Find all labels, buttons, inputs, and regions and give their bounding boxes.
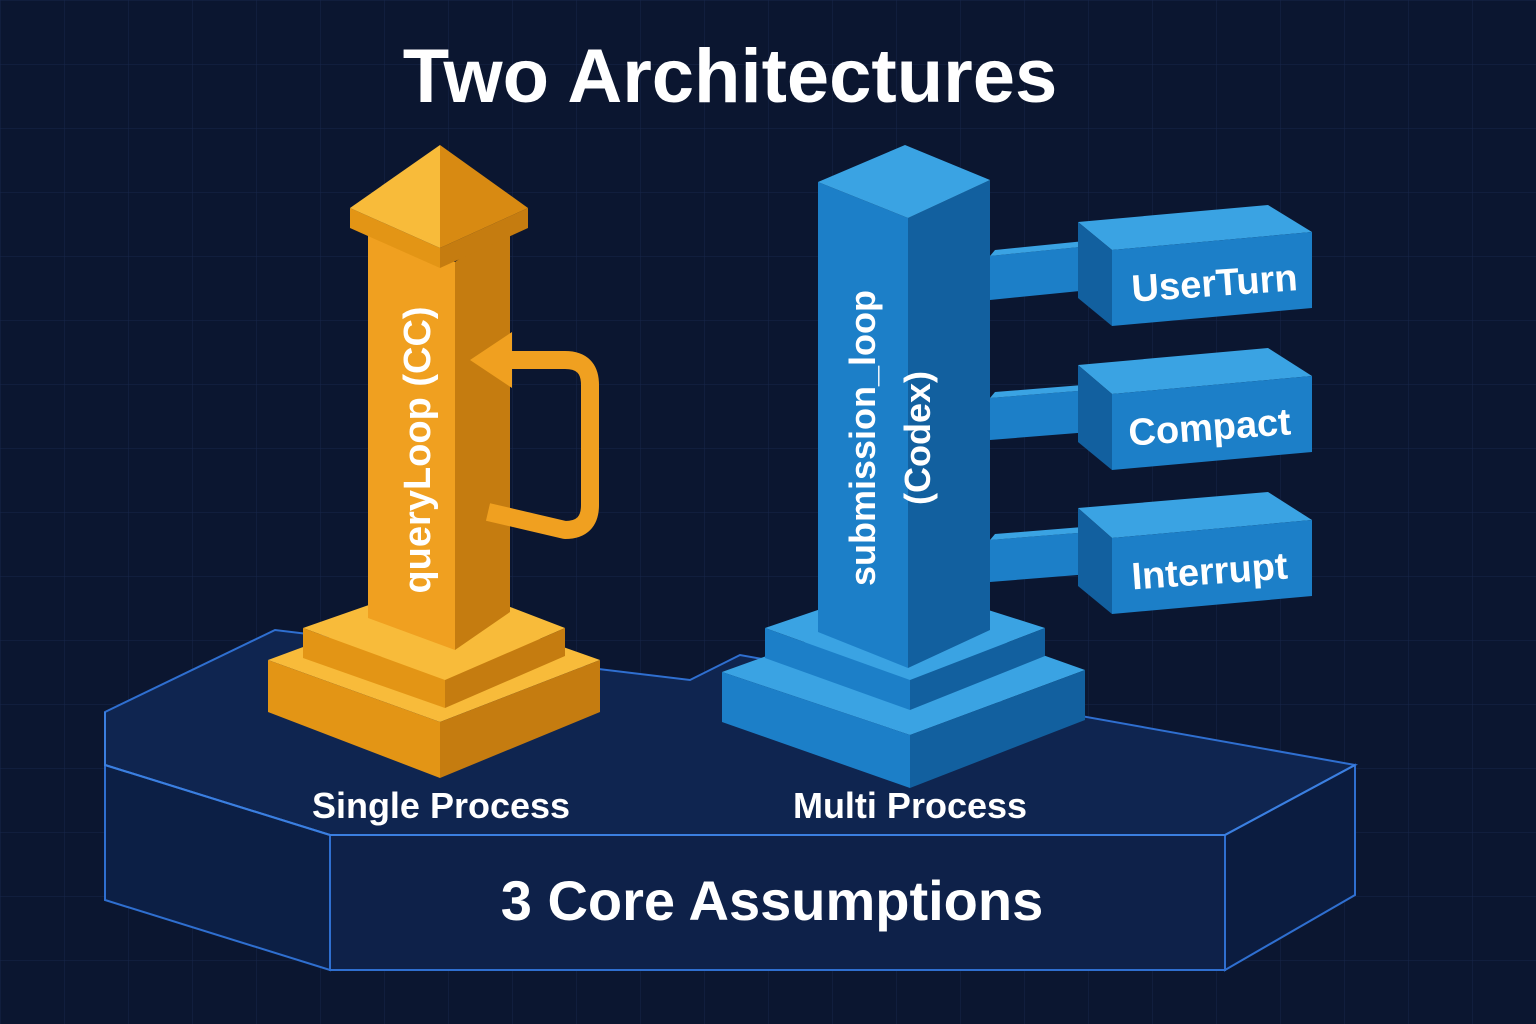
left-cap-roof-right bbox=[440, 145, 528, 248]
module-compact: Compact bbox=[1078, 348, 1312, 470]
left-pillar-side bbox=[455, 222, 510, 650]
left-pillar-front bbox=[368, 228, 455, 650]
left-base-lower-front bbox=[268, 660, 440, 778]
right-architecture: UserTurn Compact Interrupt submission_lo… bbox=[722, 145, 1312, 826]
right-base-label: Multi Process bbox=[793, 785, 1027, 826]
left-base-upper-front bbox=[303, 628, 445, 708]
left-cap-roof-left bbox=[350, 145, 440, 248]
left-cap-side bbox=[440, 208, 528, 268]
module-userturn: UserTurn bbox=[1078, 205, 1312, 326]
loop-arrow-icon bbox=[485, 351, 599, 539]
platform-edge bbox=[104, 712, 1356, 836]
left-pillar-label: queryLoop (CC) bbox=[397, 306, 439, 593]
platform-label: 3 Core Assumptions bbox=[501, 869, 1043, 932]
right-base-upper-side bbox=[910, 628, 1045, 710]
right-base-lower-side bbox=[910, 670, 1085, 788]
left-base-upper-side bbox=[445, 628, 565, 708]
right-base-upper-front bbox=[765, 628, 910, 710]
loop-arrowhead-icon bbox=[470, 332, 512, 388]
left-cap-front bbox=[350, 208, 440, 268]
diagram-title: Two Architectures bbox=[403, 34, 1058, 119]
left-base-lower-side bbox=[440, 660, 600, 778]
right-base-lower-front bbox=[722, 672, 910, 788]
right-pillar-label-line2: (Codex) bbox=[897, 371, 938, 505]
connector-interrupt bbox=[990, 526, 1095, 582]
right-pillar-top bbox=[818, 145, 990, 218]
left-architecture: queryLoop (CC) Single Process bbox=[268, 145, 600, 826]
right-pillar-side bbox=[908, 180, 990, 668]
right-pillar-label-line1: submission_loop bbox=[842, 290, 883, 586]
left-base-label: Single Process bbox=[312, 785, 570, 826]
right-pillar-front bbox=[818, 182, 908, 668]
connector-userturn bbox=[990, 240, 1095, 300]
connector-compact bbox=[990, 384, 1095, 440]
module-interrupt: Interrupt bbox=[1078, 492, 1312, 614]
